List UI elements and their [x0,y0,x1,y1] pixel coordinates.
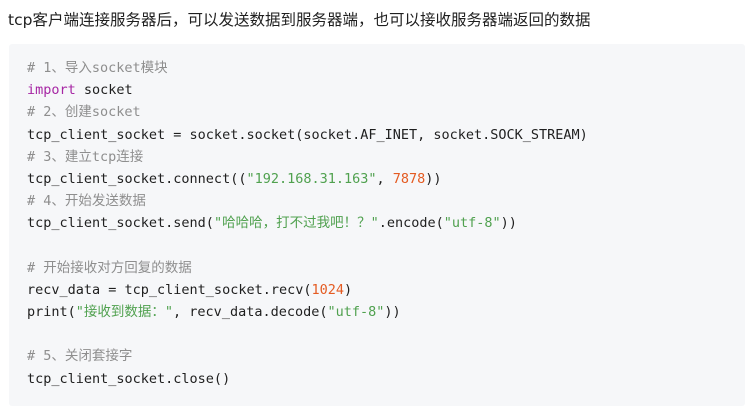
code-line: # 2、创建socket [27,101,588,123]
code-number: 7878 [392,170,426,187]
code-line: # 5、关闭套接字 [27,345,588,367]
code-comment: # 1、导入socket模块 [27,60,168,76]
code-line: recv_data = tcp_client_socket.recv(1024) [27,279,588,301]
code-string: "utf-8" [327,304,385,321]
code-comment: # 2、创建socket [27,104,141,121]
code-text: tcp_client_socket.send( [27,215,214,232]
code-text: )) [500,215,517,232]
code-text: )) [425,170,442,187]
code-line: # 3、建立tcp连接 [27,146,588,168]
code-text: )) [384,304,401,321]
code-line: import socket [27,79,588,101]
code-comment: # 开始接收对方回复的数据 [27,259,192,276]
code-string: "utf-8" [443,215,501,232]
code-text: ) [344,281,353,298]
code-content: # 1、导入socket模块 import socket # 2、创建socket t… [27,57,588,390]
code-string: "192.168.31.163" [246,170,377,187]
code-block: # 1、导入socket模块 import socket # 2、创建socket t… [9,44,745,406]
code-text: .encode( [378,215,444,232]
code-keyword: import [27,82,76,99]
code-line: # 开始接收对方回复的数据 [27,257,588,279]
code-number: 1024 [311,281,344,298]
code-line [27,323,588,345]
intro-paragraph: tcp客户端连接服务器后，可以发送数据到服务器端，也可以接收服务器端返回的数据 [8,11,591,29]
code-line: tcp_client_socket.send("哈哈哈，打不过我吧！？".enc… [27,212,588,234]
code-text: , [376,170,393,187]
code-comment: # 5、关闭套接字 [27,348,133,365]
code-line: tcp_client_socket.close() [27,368,588,390]
code-string: "接收到数据：" [75,304,174,321]
code-text: tcp_client_socket = socket.socket(socket… [27,126,588,143]
code-text: recv_data = tcp_client_socket.recv( [27,281,312,298]
code-text: tcp_client_socket.close() [27,370,231,387]
code-text: tcp_client_socket.connect(( [27,170,247,187]
code-line: tcp_client_socket = socket.socket(socket… [27,124,588,146]
code-text: socket [75,82,133,99]
code-text: print( [27,304,76,321]
code-line: print("接收到数据：", recv_data.decode("utf-8"… [27,301,588,323]
code-text: , recv_data.decode( [173,304,328,321]
code-line [27,235,588,257]
code-comment: # 4、开始发送数据 [27,193,146,210]
code-line: tcp_client_socket.connect(("192.168.31.1… [27,168,588,190]
code-line: # 4、开始发送数据 [27,190,588,212]
code-line: # 1、导入socket模块 [27,57,588,79]
code-comment: # 3、建立tcp连接 [27,148,144,165]
code-string: "哈哈哈，打不过我吧！？" [213,215,379,232]
